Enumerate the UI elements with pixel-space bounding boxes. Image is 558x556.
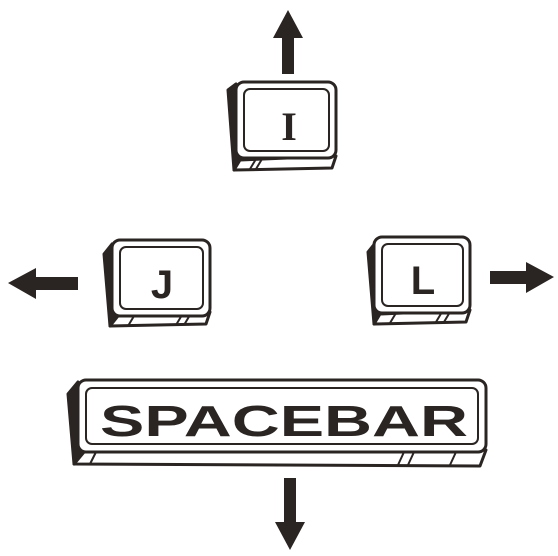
arrow-down-icon <box>275 478 305 550</box>
key-l <box>366 235 472 326</box>
key-j <box>102 238 212 328</box>
arrow-up-icon <box>273 10 303 74</box>
key-spacebar-label: SPACEBAR <box>100 397 468 446</box>
key-i <box>226 80 338 172</box>
arrow-right-icon <box>490 262 554 293</box>
key-j-label: J <box>151 263 173 307</box>
arrow-left-icon <box>8 268 78 299</box>
key-i-label: I <box>281 104 297 149</box>
key-spacebar <box>66 378 488 468</box>
key-l-label: L <box>411 259 435 303</box>
